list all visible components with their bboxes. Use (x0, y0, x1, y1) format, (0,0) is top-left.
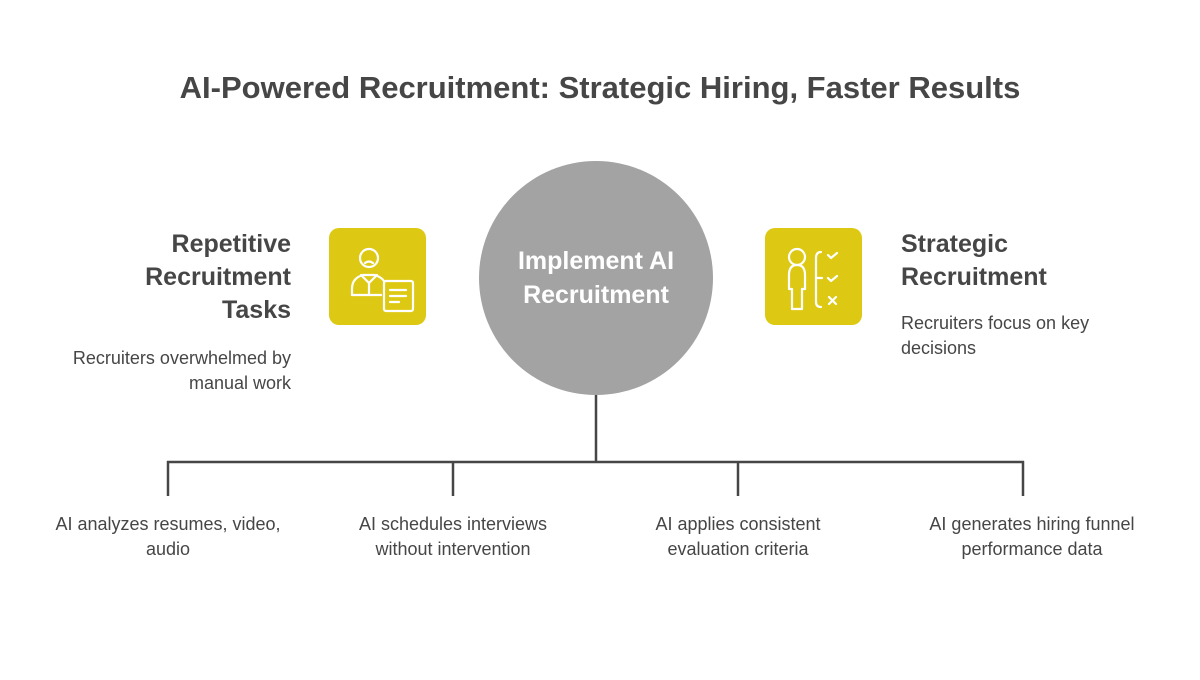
outcome-item: AI applies consistent evaluation criteri… (655, 514, 821, 559)
central-node: Implement AI Recruitment (479, 161, 713, 395)
person-checklist-icon (765, 228, 862, 325)
left-heading: Repetitive Recruitment Tasks (145, 230, 291, 324)
right-heading: Strategic Recruitment (901, 230, 1047, 291)
right-description: Recruiters focus on key decisions (901, 313, 1090, 358)
outcome-item: AI schedules interviews without interven… (358, 514, 548, 559)
outcome-item: AI generates hiring funnel performance d… (929, 514, 1135, 559)
left-description: Recruiters overwhelmed by manual work (72, 348, 291, 393)
central-label: Implement AI Recruitment (517, 247, 675, 309)
recruiter-document-icon (329, 228, 426, 325)
page-title: AI-Powered Recruitment: Strategic Hiring… (179, 70, 1021, 105)
outcome-item: AI analyzes resumes, video, audio (55, 514, 281, 559)
